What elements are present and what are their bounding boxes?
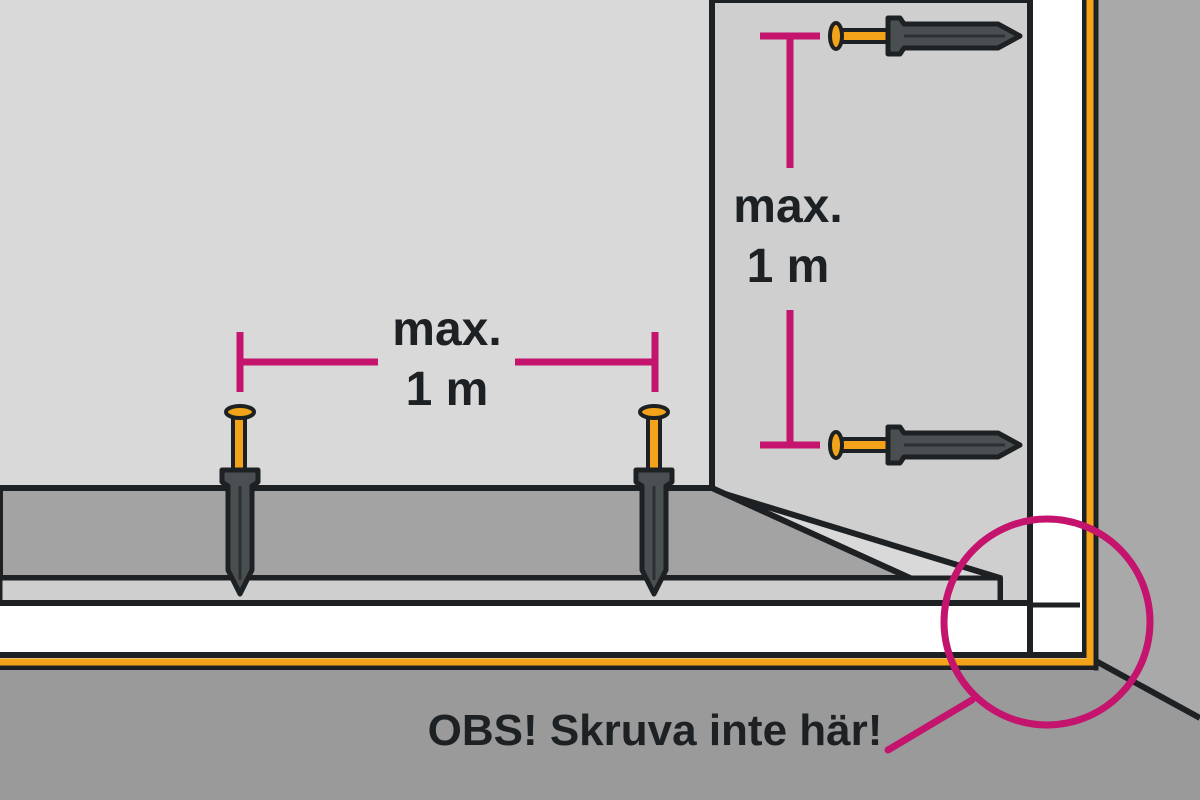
- wall-plug-bottom: [828, 424, 1023, 466]
- outer-corner-edge: [1092, 657, 1200, 721]
- horizontal-distance-label: 1 m: [406, 363, 489, 416]
- horizontal-measurement: [236, 332, 659, 392]
- floor-wall-plug-left: [219, 404, 261, 597]
- trim-outline: [0, 0, 1099, 671]
- floor-wall-plug-right: [633, 404, 675, 597]
- warning-text: OBS! Skruva inte här!: [428, 706, 883, 755]
- warning-circle: [940, 515, 1154, 729]
- vertical-measurement: [760, 32, 820, 449]
- horizontal-max-label: max.: [392, 303, 501, 356]
- right-frame: [1027, 0, 1088, 658]
- wall-plug-top: [828, 15, 1023, 57]
- shelf-edge: [0, 575, 1003, 606]
- orange-trim: [0, 0, 1094, 666]
- vertical-max-label: max.: [733, 180, 842, 233]
- bottom-frame: [0, 600, 1088, 658]
- warning-pointer: [884, 696, 976, 754]
- vertical-distance-label: 1 m: [747, 240, 830, 293]
